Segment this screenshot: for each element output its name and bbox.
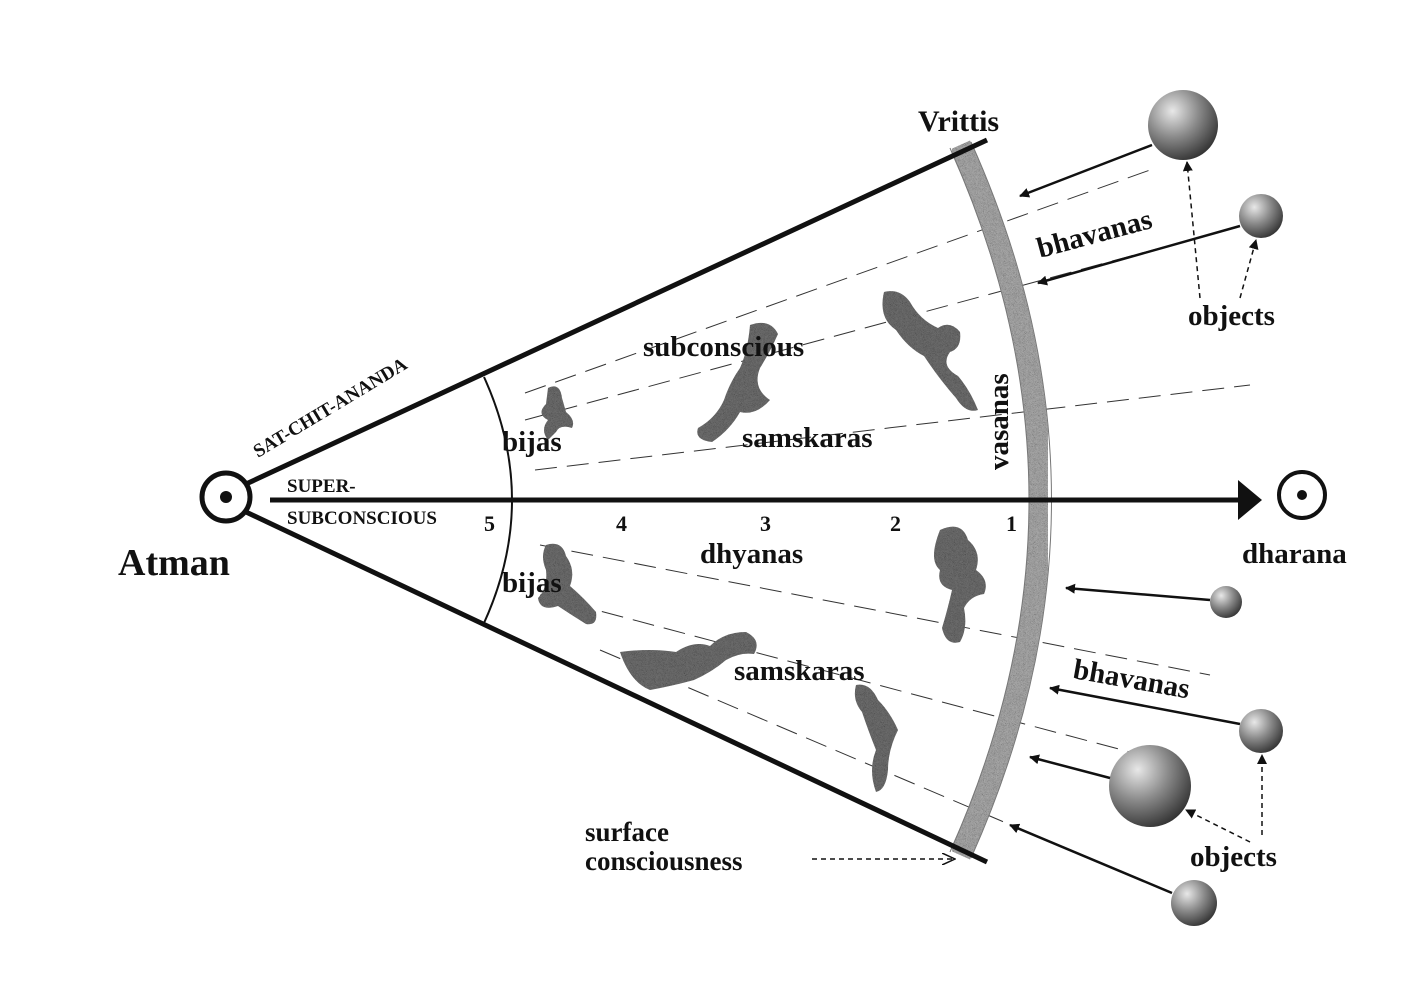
object-sphere-icon: [1239, 194, 1283, 238]
object-sphere-icon: [1148, 90, 1218, 160]
super-label: SUPER-: [287, 476, 356, 497]
consciousness-label: consciousness: [585, 846, 743, 876]
level-number: 2: [890, 511, 901, 536]
samskaras-bottom-label: samskaras: [734, 655, 865, 687]
samskara-blobs: [538, 291, 986, 792]
subconscious-label: subconscious: [643, 331, 804, 363]
object-sphere-icon: [1109, 745, 1191, 827]
object-sphere-icon: [1171, 880, 1217, 926]
dharana-label: dharana: [1242, 538, 1347, 570]
atman-symbol: [199, 470, 253, 524]
subconscious-caps-label: SUBCONSCIOUS: [287, 508, 437, 529]
object-sphere-icon: [1210, 586, 1242, 618]
objects-bottom-label: objects: [1190, 841, 1277, 873]
bijas-bottom-label: bijas: [502, 567, 562, 599]
bhavanas-bottom-label: bhavanas: [1071, 653, 1192, 705]
dharana-symbol: [1277, 470, 1327, 520]
level-number: 4: [616, 511, 627, 536]
objects-top-label: objects: [1188, 300, 1275, 332]
level-number: 3: [760, 511, 771, 536]
object-sphere-icon: [1239, 709, 1283, 753]
lower-cone-edge: [244, 509, 989, 865]
dhyanas-label: dhyanas: [700, 538, 803, 570]
main-axis-arrowhead: [1238, 480, 1262, 520]
level-number: 1: [1006, 511, 1017, 536]
bhavana-arrows: [1009, 143, 1241, 895]
surface-label: surface: [585, 817, 669, 847]
level-number: 5: [484, 511, 495, 536]
atman-label: Atman: [118, 542, 230, 584]
upper-cone-edge: [244, 137, 989, 487]
object-pointer-arrows: [812, 161, 1267, 859]
bijas-top-label: bijas: [502, 426, 562, 458]
object-spheres: [1109, 90, 1283, 926]
samskaras-top-label: samskaras: [742, 422, 873, 454]
vrittis-label: Vrittis: [918, 105, 999, 138]
vasanas-label: vasanas: [983, 373, 1015, 470]
